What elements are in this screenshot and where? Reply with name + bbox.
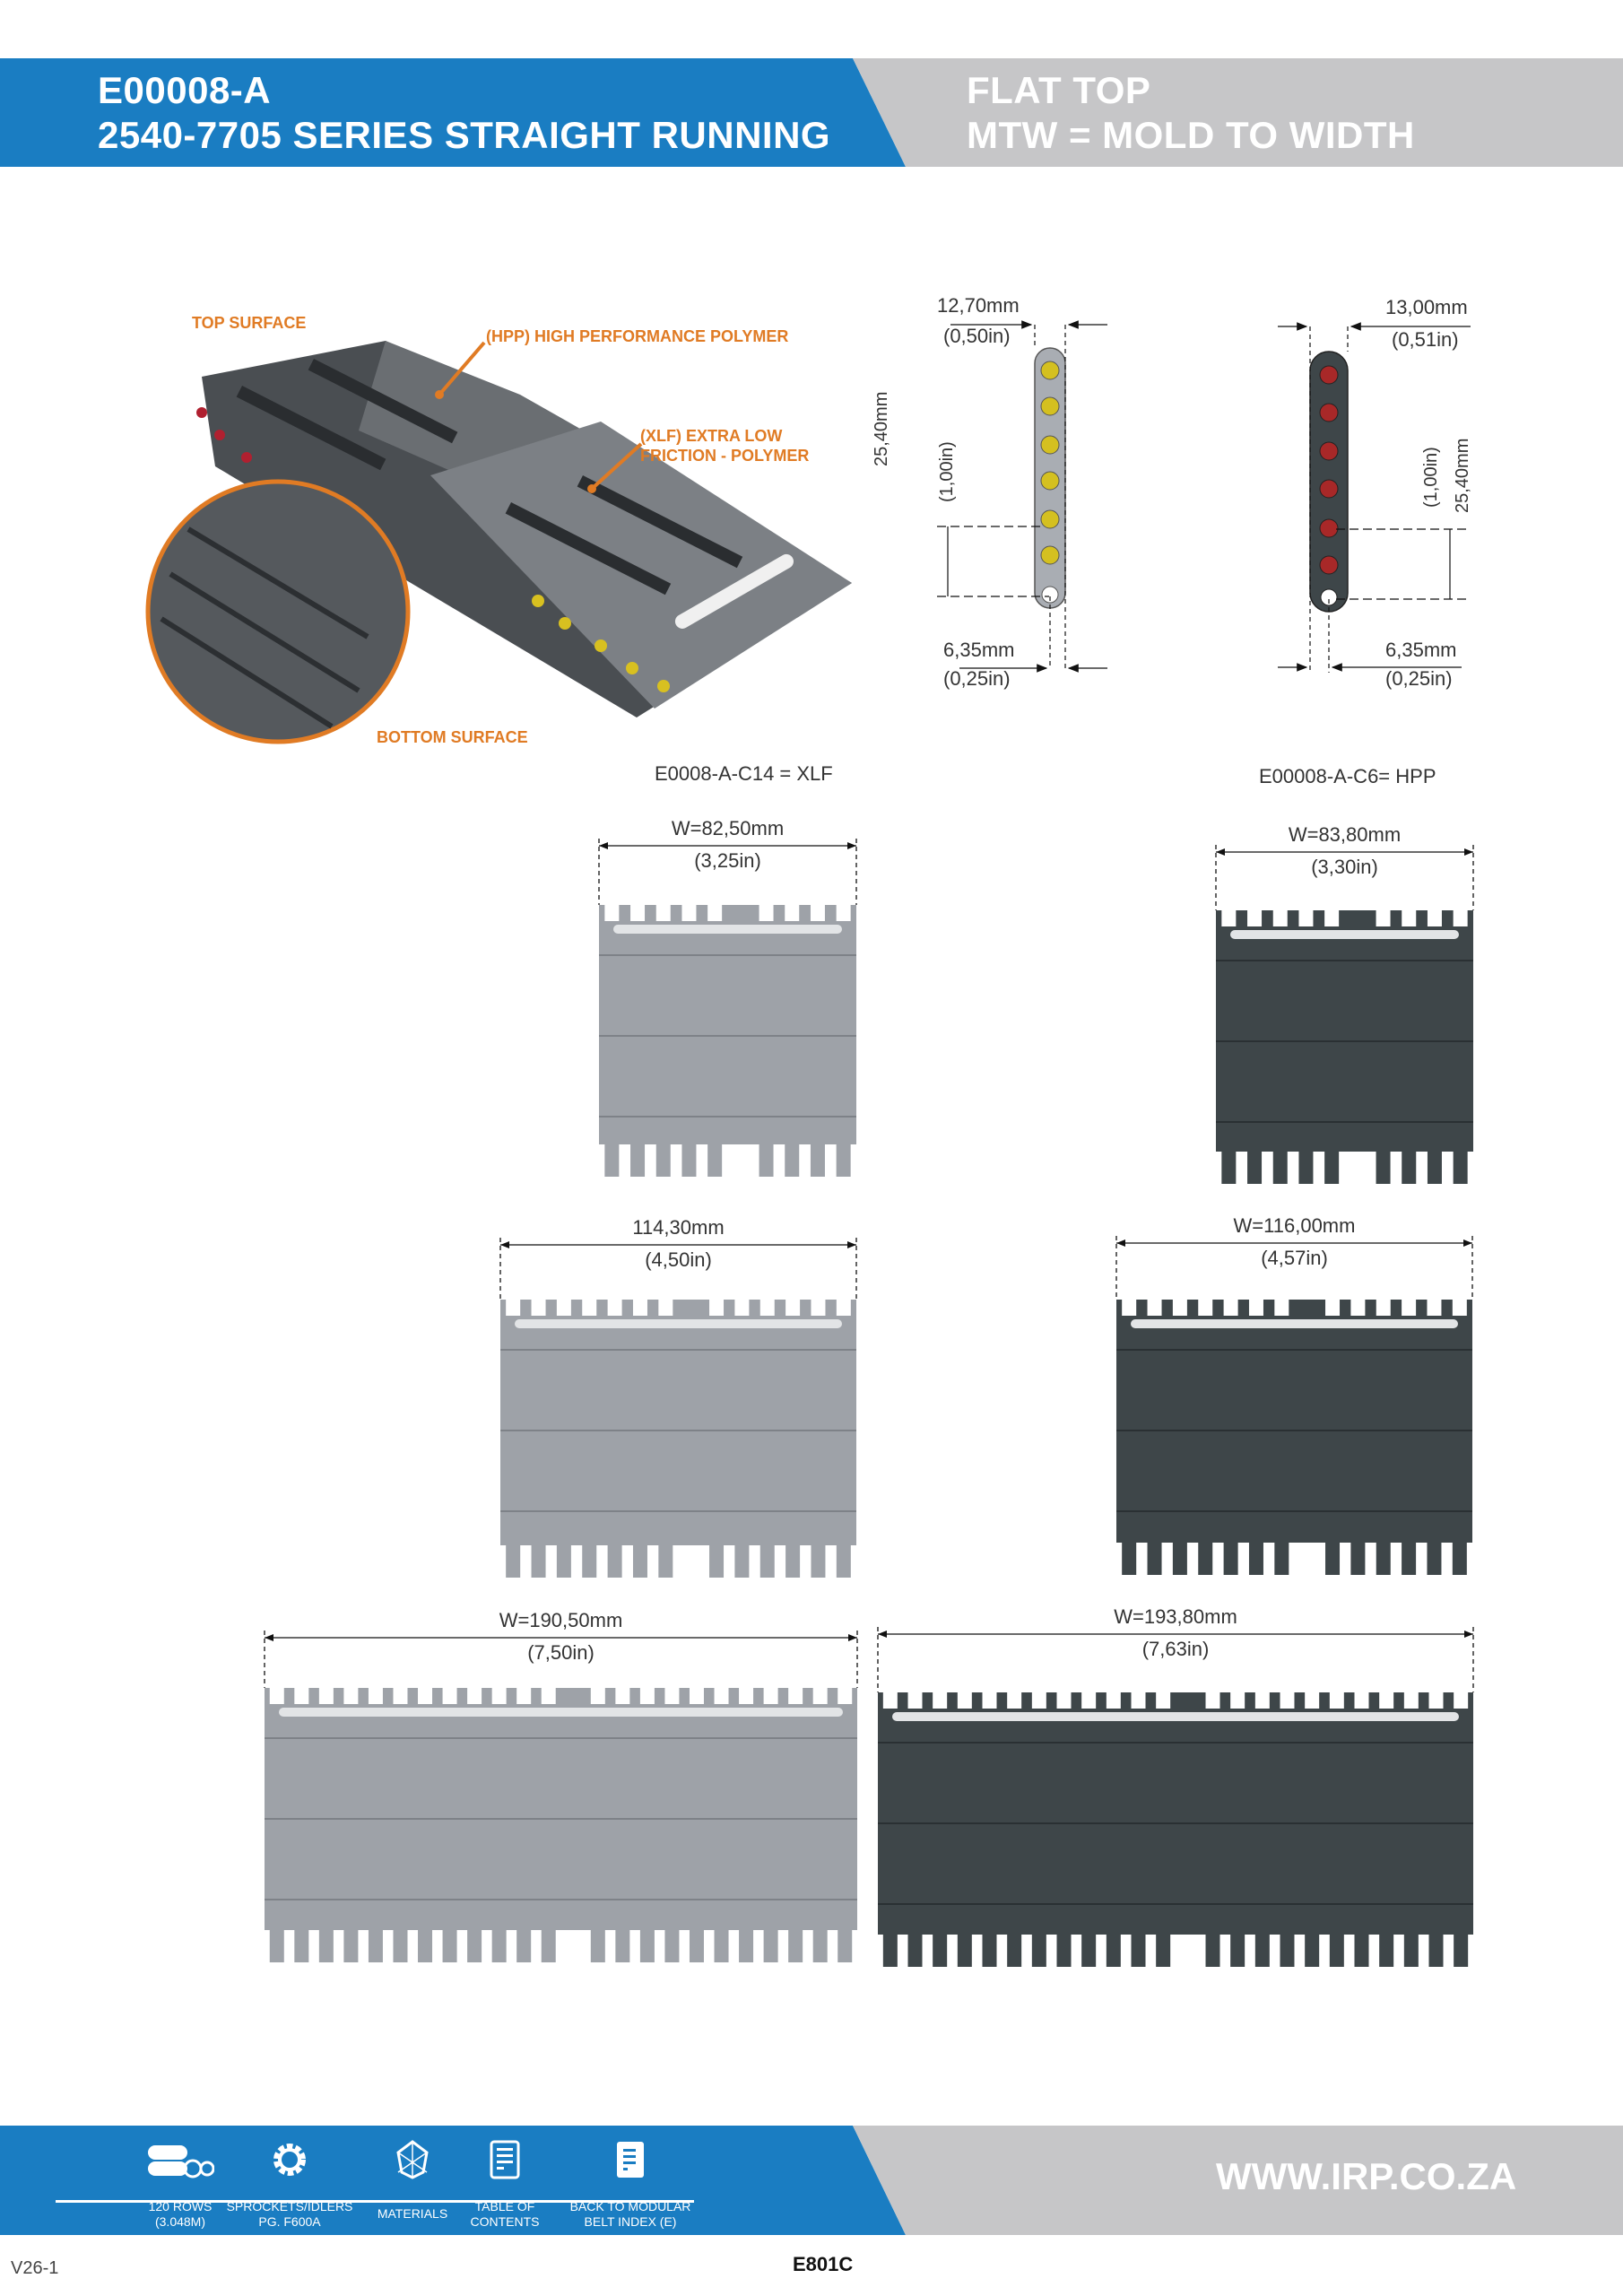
mtw-note: MTW = MOLD TO WIDTH bbox=[967, 114, 1415, 156]
materials-icon bbox=[395, 2135, 430, 2185]
rolls-icon bbox=[146, 2135, 214, 2185]
index-icon bbox=[615, 2135, 646, 2185]
hpp-label: E00008-A-C6= HPP bbox=[1259, 765, 1436, 787]
header-band-grey bbox=[853, 58, 1623, 167]
header-left: E00008-A 2540-7705 SERIES STRAIGHT RUNNI… bbox=[98, 68, 830, 158]
version-label: V26-1 bbox=[11, 2258, 59, 2278]
belt-width-in: (7,63in) bbox=[1141, 1638, 1210, 1660]
belt-width-mm: W=116,00mm bbox=[1233, 1214, 1356, 1237]
hpp-pitch-in: (1,00in) bbox=[1421, 447, 1441, 508]
hpp-pitch-mm: 25,40mm bbox=[1453, 438, 1472, 513]
footer-label: BACK TO MODULAR bbox=[569, 2199, 691, 2213]
footer-link-rows[interactable]: 120 ROWS(3.048M) bbox=[146, 2135, 214, 2229]
belt-diagram bbox=[499, 1238, 857, 1578]
xlf-offset-in: (0,25in) bbox=[943, 667, 1011, 690]
bottom-surface-detail bbox=[160, 526, 369, 729]
footer-sublabel: CONTENTS bbox=[470, 2214, 540, 2229]
footer-label: MATERIALS bbox=[377, 2206, 448, 2221]
xlf-label: E0008-A-C14 = XLF bbox=[655, 762, 833, 785]
label-xlf-line2: FRICTION - POLYMER bbox=[640, 447, 810, 465]
belt-diagram bbox=[598, 839, 857, 1177]
belt-render bbox=[196, 341, 852, 718]
hpp-width-in: (0,51in) bbox=[1392, 328, 1459, 351]
footer-sublabel: BELT INDEX (E) bbox=[584, 2214, 677, 2229]
belt-diagram bbox=[877, 1627, 1474, 1967]
footer-link-materials[interactable]: MATERIALS bbox=[378, 2135, 447, 2221]
hpp-width-mm: 13,00mm bbox=[1385, 296, 1468, 318]
header-right: FLAT TOP MTW = MOLD TO WIDTH bbox=[967, 68, 1415, 158]
label-bottom-surface: BOTTOM SURFACE bbox=[377, 728, 528, 746]
xlf-pitch-mm: 25,40mm bbox=[872, 391, 891, 466]
belt-width-in: (7,50in) bbox=[527, 1641, 595, 1664]
label-xlf-line1: (XLF) EXTRA LOW bbox=[640, 427, 783, 445]
header-band-blue bbox=[0, 58, 906, 167]
xlf-pitch-in: (1,00in) bbox=[937, 441, 957, 502]
belt-render-illustration bbox=[145, 341, 852, 744]
footer-band-blue bbox=[0, 2126, 906, 2235]
side-profiles bbox=[937, 320, 1471, 673]
hpp-offset-in: (0,25in) bbox=[1385, 667, 1453, 690]
belt-diagram bbox=[1115, 1236, 1473, 1575]
product-code: E00008-A bbox=[98, 69, 272, 111]
footer-label: TABLE OF bbox=[474, 2199, 535, 2213]
xlf-width-in: (0,50in) bbox=[943, 325, 1011, 347]
xlf-width-mm: 12,70mm bbox=[937, 294, 1020, 317]
document-icon bbox=[490, 2135, 520, 2185]
footer-divider bbox=[56, 2200, 694, 2203]
bottom-surface-magnifier bbox=[145, 479, 411, 744]
page-number: E801C bbox=[793, 2253, 854, 2275]
series-title: 2540-7705 SERIES STRAIGHT RUNNING bbox=[98, 114, 831, 156]
xlf-offset-mm: 6,35mm bbox=[943, 639, 1015, 661]
footer-sublabel: PG. F600A bbox=[258, 2214, 321, 2229]
belt-width-in: (3,30in) bbox=[1311, 856, 1378, 878]
footer-sublabel: (3.048M) bbox=[154, 2214, 206, 2229]
belt-width-mm: W=193,80mm bbox=[1114, 1605, 1237, 1628]
belt-width-in: (4,50in) bbox=[645, 1248, 712, 1271]
footer-label: SPROCKETS/IDLERS bbox=[226, 2199, 353, 2213]
footer-label: 120 ROWS bbox=[148, 2199, 213, 2213]
belt-type: FLAT TOP bbox=[967, 69, 1151, 111]
label-top-surface: TOP SURFACE bbox=[192, 314, 307, 332]
xlf-profile bbox=[937, 320, 1107, 673]
website-link[interactable]: WWW.IRP.CO.ZA bbox=[1216, 2155, 1517, 2197]
gear-icon bbox=[270, 2135, 309, 2185]
label-xlf: (XLF) EXTRA LOW FRICTION - POLYMER bbox=[640, 426, 809, 465]
footer-band-grey bbox=[853, 2126, 1623, 2235]
hpp-offset-mm: 6,35mm bbox=[1385, 639, 1457, 661]
belt-diagram bbox=[1215, 845, 1474, 1184]
belt-width-mm: W=83,80mm bbox=[1288, 823, 1402, 846]
belt-width-mm: W=82,50mm bbox=[671, 817, 785, 839]
belt-width-in: (3,25in) bbox=[694, 849, 761, 872]
hpp-profile bbox=[1278, 322, 1471, 673]
belt-width-mm: 114,30mm bbox=[632, 1216, 725, 1239]
belt-width-in: (4,57in) bbox=[1261, 1247, 1328, 1269]
label-hpp: (HPP) HIGH PERFORMANCE POLYMER bbox=[486, 327, 789, 345]
belt-diagram bbox=[264, 1631, 858, 1962]
belt-width-mm: W=190,50mm bbox=[499, 1609, 623, 1631]
